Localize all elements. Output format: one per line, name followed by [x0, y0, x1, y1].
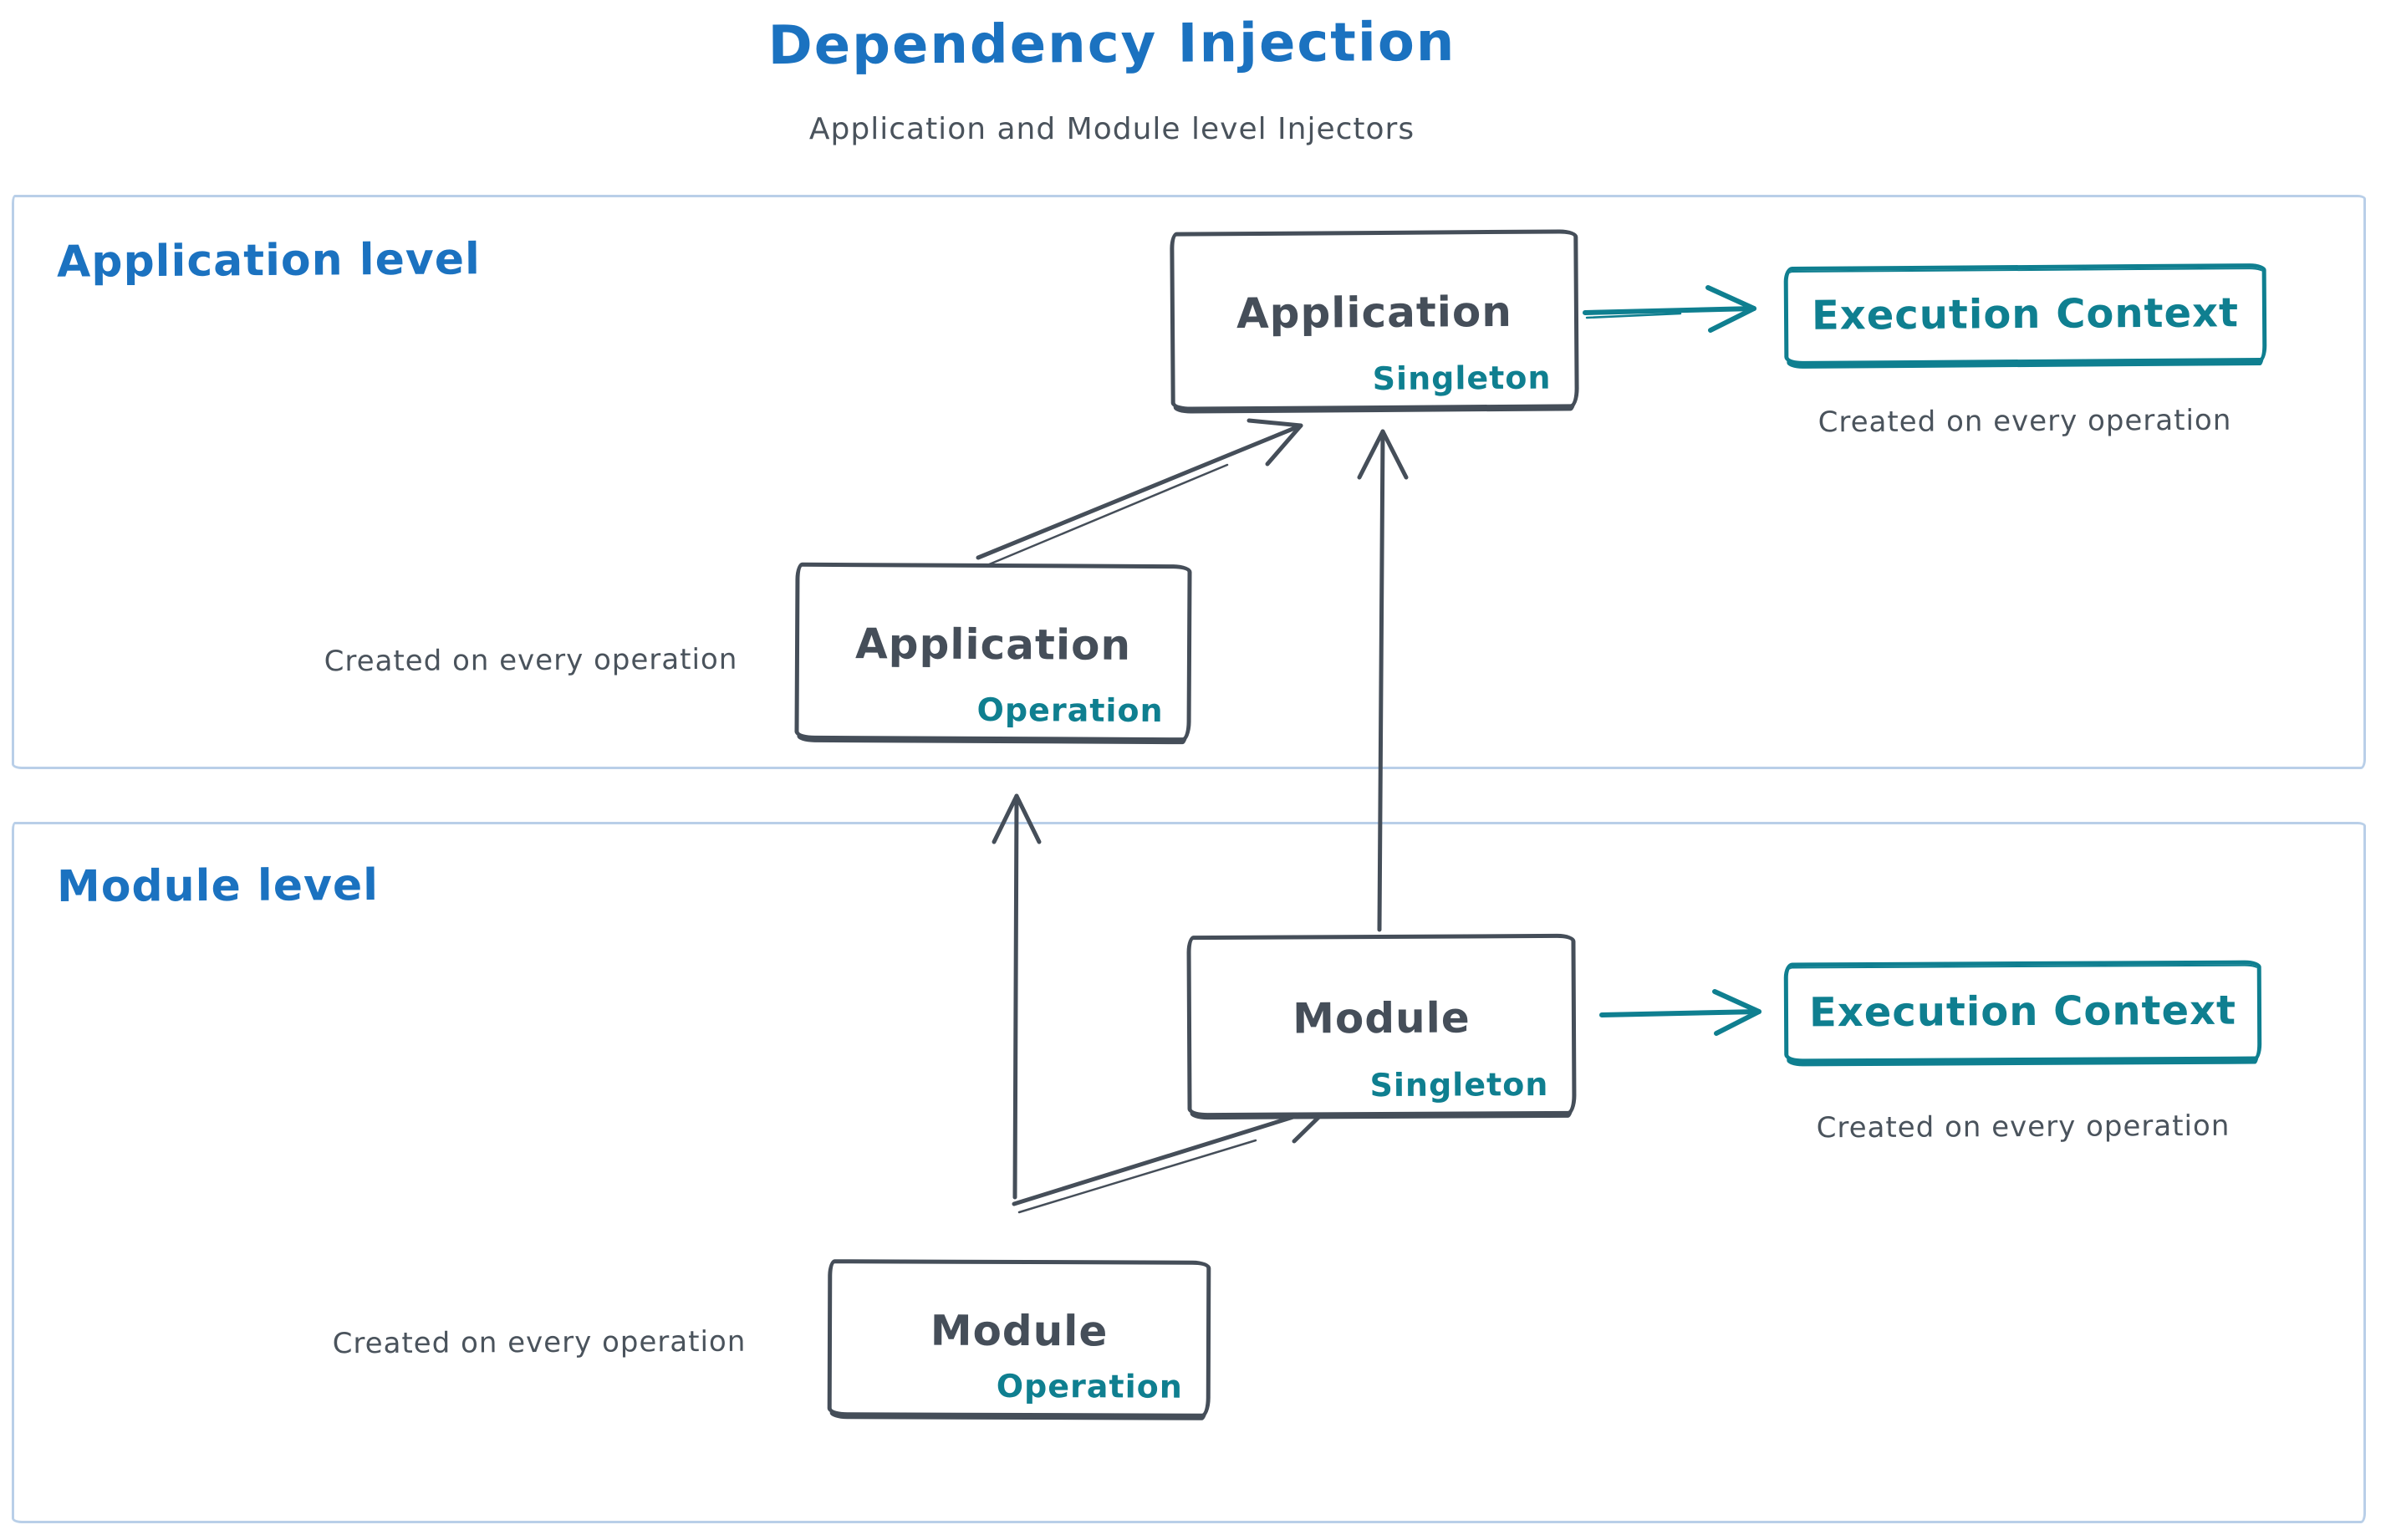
node-application-operation: Application Operation — [794, 562, 1192, 742]
node-title: Module — [1292, 992, 1471, 1043]
execution-context-title: Execution Context — [1808, 987, 2237, 1037]
module-level-panel — [12, 822, 2366, 1523]
node-title: Application — [854, 620, 1132, 670]
application-level-label: Application level — [56, 234, 482, 288]
node-execution-context-application: Execution Context — [1783, 263, 2267, 366]
node-module-singleton: Module Singleton — [1186, 933, 1577, 1118]
node-execution-context-module: Execution Context — [1783, 960, 2262, 1063]
application-level-panel — [12, 195, 2366, 769]
execution-context-title: Execution Context — [1811, 289, 2240, 339]
caption-execution-context-module: Created on every operation — [1816, 1109, 2231, 1145]
singleton-badge: Singleton — [1372, 359, 1552, 398]
module-level-label: Module level — [56, 859, 380, 913]
operation-badge: Operation — [976, 691, 1164, 730]
node-application-singleton: Application Singleton — [1170, 229, 1579, 411]
caption-execution-context-application: Created on every operation — [1818, 403, 2232, 440]
operation-badge: Operation — [996, 1367, 1183, 1405]
caption-module-operation: Created on every operation — [332, 1324, 747, 1361]
node-title: Application — [1236, 287, 1513, 339]
node-module-operation: Module Operation — [827, 1259, 1211, 1418]
diagram-title: Dependency Injection — [767, 11, 1456, 78]
caption-application-operation: Created on every operation — [324, 642, 738, 679]
singleton-badge: Singleton — [1369, 1065, 1549, 1104]
node-title: Module — [930, 1306, 1109, 1356]
diagram-subtitle: Application and Module level Injectors — [808, 112, 1415, 146]
